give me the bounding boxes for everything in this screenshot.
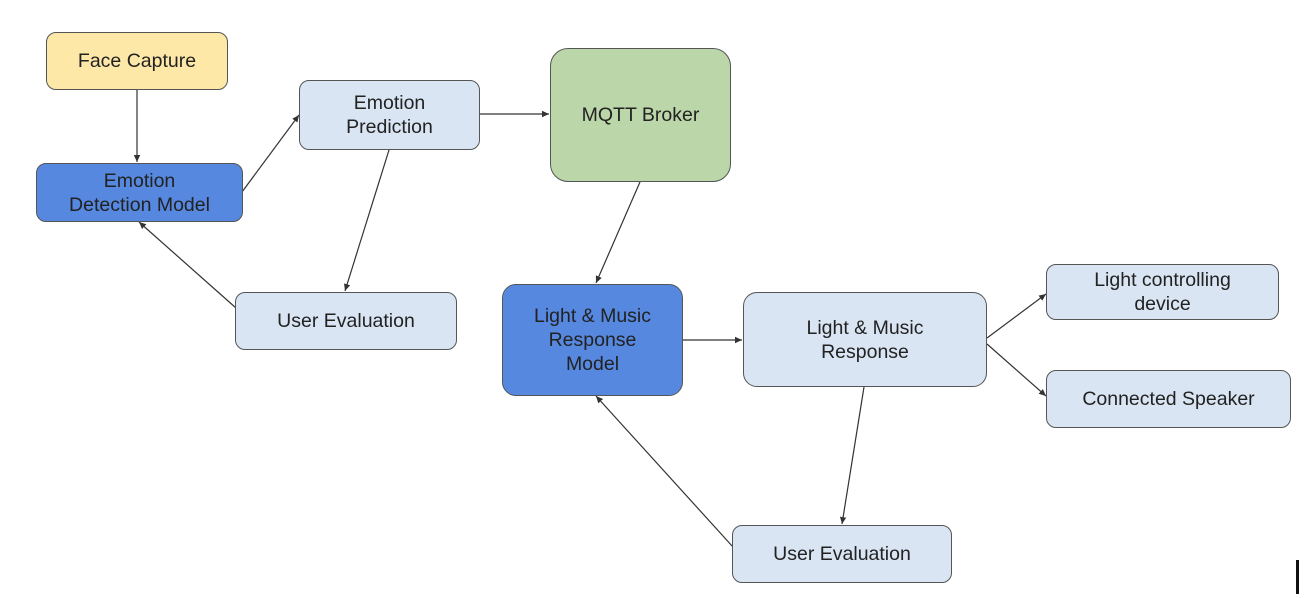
face-capture-node: Face Capture [46,32,228,90]
text-cursor [1296,560,1299,594]
emotion-detection-model-label: Emotion Detection Model [69,169,210,216]
edge-emotion-prediction-to-user-evaluation [344,149,390,292]
edge-user-evaluation-to-emotion-detection-model [138,221,237,309]
edge-user-evaluation-to-response-model [595,395,734,548]
emotion-prediction-node: Emotion Prediction [299,80,480,150]
user-evaluation-node-1: User Evaluation [235,292,457,350]
light-music-response-model-node: Light & Music Response Model [502,284,683,396]
connected-speaker-label: Connected Speaker [1082,388,1255,410]
mqtt-broker-label: MQTT Broker [581,104,700,126]
edge-response-to-light-controlling-device [986,293,1047,339]
emotion-prediction-label: Emotion Prediction [346,92,433,138]
light-controlling-device-node: Light controlling device [1046,264,1279,320]
edge-emotion-detection-model-to-emotion-prediction [241,114,300,193]
light-music-response-model-label: Light & Music Response Model [533,305,652,375]
connected-speaker-node: Connected Speaker [1046,370,1291,428]
face-capture-label: Face Capture [77,50,197,72]
mqtt-broker-node: MQTT Broker [550,48,731,182]
edge-response-to-user-evaluation [839,386,865,525]
user-evaluation-label-1: User Evaluation [277,310,415,332]
user-evaluation-node-2: User Evaluation [732,525,952,583]
user-evaluation-label-2: User Evaluation [773,543,911,565]
light-music-response-node: Light & Music Response [743,292,987,387]
light-controlling-device-label: Light controlling device [1094,269,1231,315]
edge-response-to-connected-speaker [986,343,1047,397]
light-music-response-label: Light & Music Response [806,316,924,363]
emotion-detection-model-node: Emotion Detection Model [36,163,243,222]
edge-mqtt-broker-to-response-model [595,181,641,284]
